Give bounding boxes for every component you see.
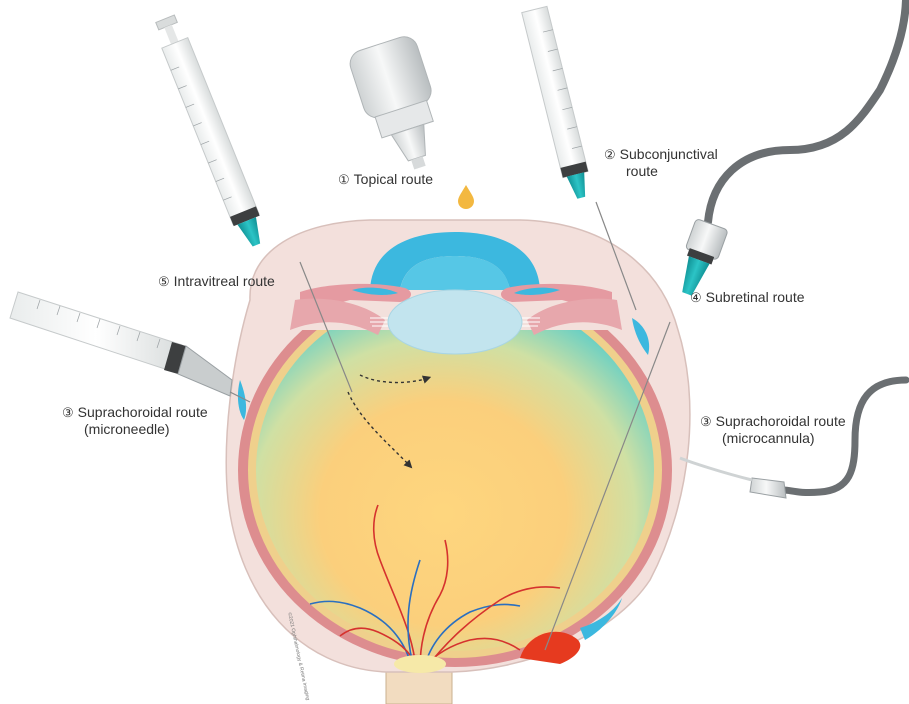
label-subretinal-route: ④ Subretinal route [690,289,805,306]
optic-disc [394,655,446,673]
intravitreal-syringe [152,13,269,250]
intravitreal-route-number: ⑤ [158,274,170,289]
suprachoroidal-microneedle-line2: (microneedle) [62,421,170,437]
subretinal-tubing [708,0,906,222]
lens [388,290,522,354]
microcannula-connector [750,478,786,498]
optic-nerve [386,670,452,704]
subretinal-route-text: Subretinal route [706,289,805,305]
eye-drop [458,185,474,209]
label-suprachoroidal-microcannula: ③ Suprachoroidal route (microcannula) [700,413,846,447]
suprachoroidal-microneedle-syringe [10,292,250,402]
subconjunctival-route-line2: route [604,163,658,179]
subconjunctival-syringe [522,6,594,201]
intravitreal-route-text: Intravitreal route [174,273,275,289]
topical-route-number: ① [338,172,350,187]
subconjunctival-route-number: ② [604,147,616,162]
label-topical-route: ① Topical route [338,171,433,188]
subretinal-route-number: ④ [690,290,702,305]
suprachoroidal-microcannula-line2: (microcannula) [700,430,815,446]
microcannula-tip [680,458,752,480]
subconjunctival-route-line1: Subconjunctival [620,146,718,162]
suprachoroidal-microneedle-line1: Suprachoroidal route [78,404,208,420]
label-intravitreal-route: ⑤ Intravitreal route [158,273,275,290]
label-subconjunctival-route: ② Subconjunctival route [604,146,718,180]
topical-route-text: Topical route [354,171,433,187]
suprachoroidal-microcannula-line1: Suprachoroidal route [716,413,846,429]
suprachoroidal-microcannula-number: ③ [700,414,712,429]
eye-drop-bottle [347,33,454,178]
subretinal-hub [671,219,728,300]
label-suprachoroidal-microneedle: ③ Suprachoroidal route (microneedle) [62,404,208,438]
suprachoroidal-microneedle-number: ③ [62,405,74,420]
